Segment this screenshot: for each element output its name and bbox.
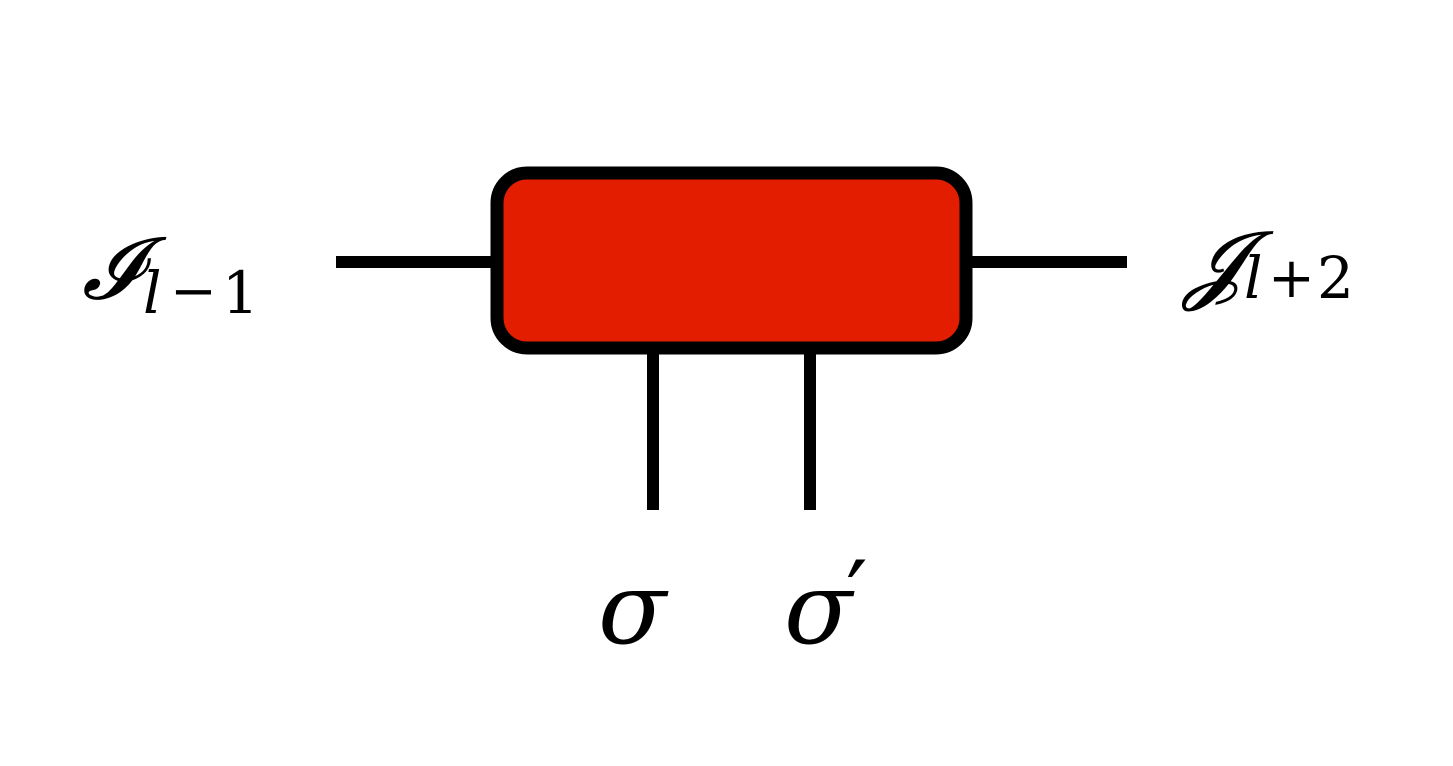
- left-index-sub-num: 1: [222, 259, 259, 327]
- two-site-tensor: [490, 166, 973, 355]
- sigma-label: σ: [598, 550, 669, 667]
- sigma-prime-label: σ ′: [784, 541, 868, 667]
- right-index-label: 𝓙 l + 2: [1181, 213, 1354, 313]
- left-index-sub-op: −: [170, 259, 217, 324]
- sigma-prime-symbol: σ: [784, 550, 855, 667]
- right-index-sub-var: l: [1244, 244, 1263, 312]
- sigma-prime-mark: ′: [846, 541, 868, 653]
- right-index-sub-num: 2: [1317, 244, 1354, 312]
- right-index-sub-op: +: [1268, 246, 1315, 311]
- left-index-label: 𝓘 l − 1: [82, 219, 259, 327]
- left-index-sub-var: l: [143, 259, 162, 327]
